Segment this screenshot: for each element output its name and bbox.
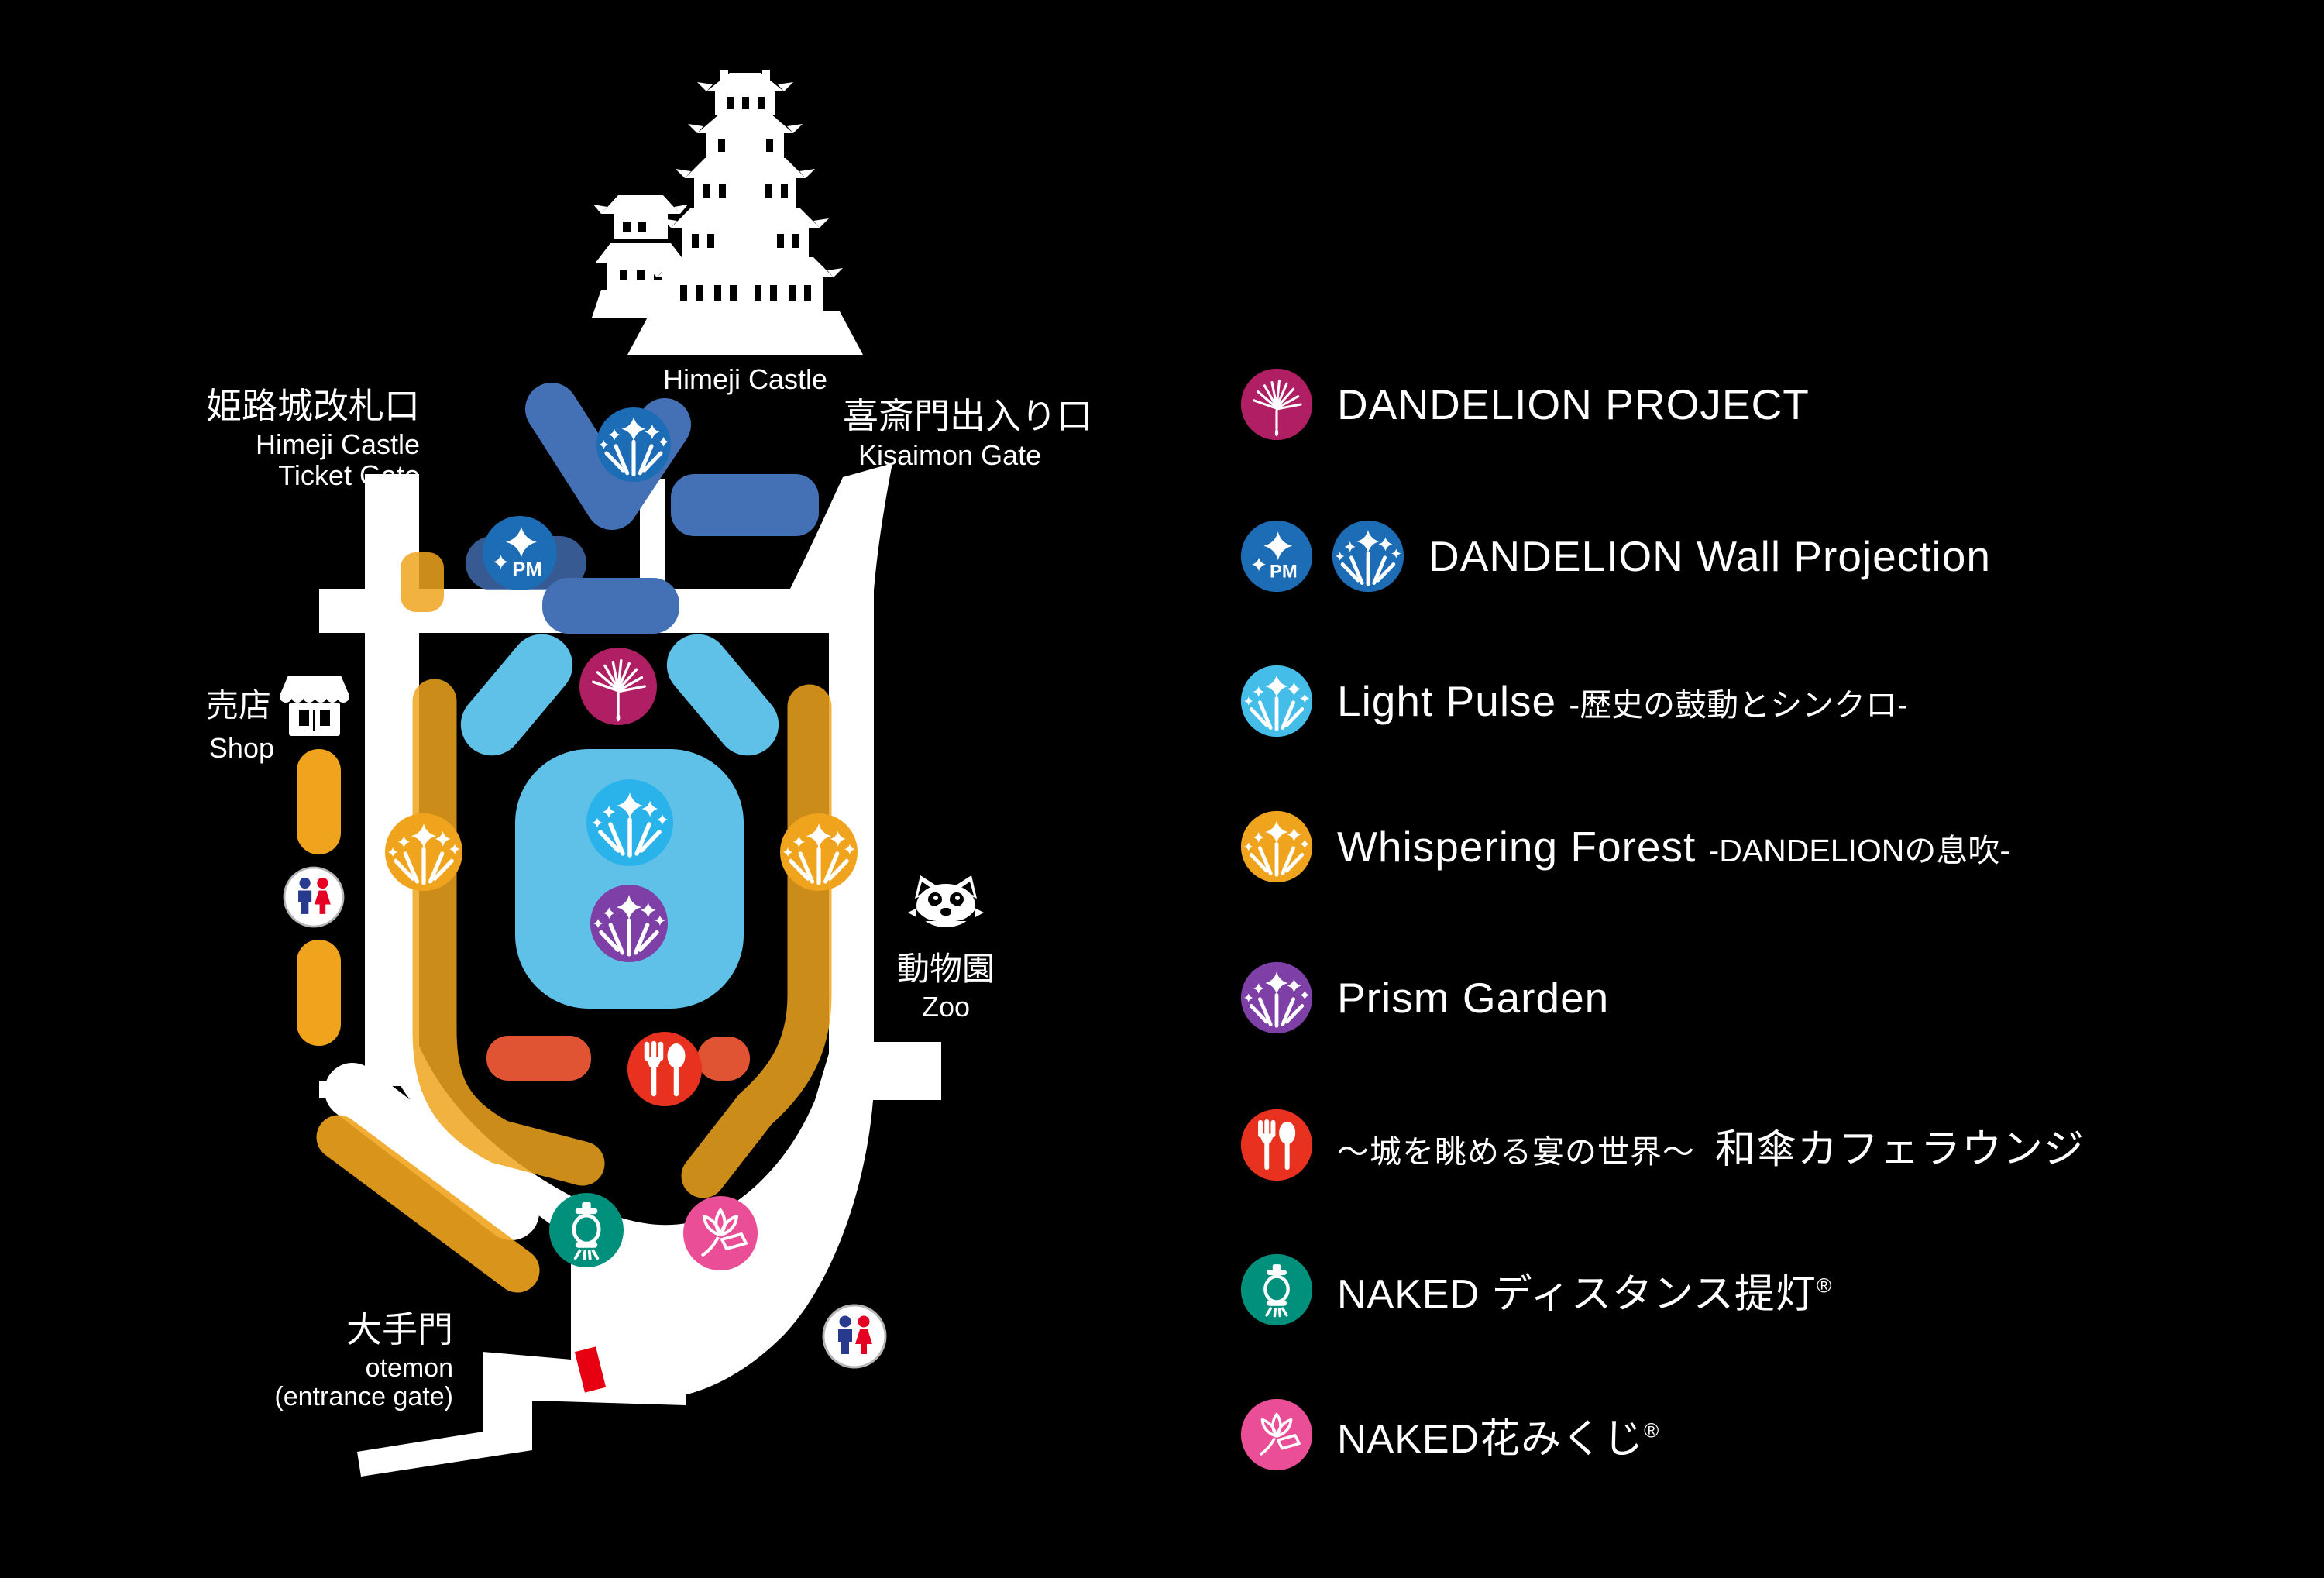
legend-item-naked-distance-lantern: NAKED ディスタンス提灯®	[1239, 1253, 1832, 1327]
legend-label: Prism Garden	[1337, 974, 1610, 1022]
legend-item-whispering-forest: Whispering Forest -DANDELIONの息吹-	[1239, 810, 2010, 884]
otemon-label-en1: otemon	[366, 1353, 453, 1383]
legend-label: Whispering Forest -DANDELIONの息吹-	[1337, 823, 2011, 871]
lightblue-diamond-right	[666, 634, 779, 756]
ticket-gate-label-en1: Himeji Castle	[256, 428, 420, 460]
zoo-label-ja: 動物園	[897, 951, 995, 987]
orange-southwest-pill	[316, 1115, 540, 1293]
himeji-castle-event-map: 姫路城 Himeji Castle 姫路城改札口 Himeji Castle T…	[206, 70, 1092, 1477]
road-bottom-west-band	[357, 1424, 532, 1477]
fork-spoon-icon	[1240, 1109, 1313, 1181]
road-right-vertical	[829, 587, 874, 999]
lightblue-central-blob	[515, 749, 744, 1009]
legend-item-dandelion-project: DANDELION PROJECT	[1239, 367, 1810, 442]
shop-icon	[280, 676, 349, 736]
orange-left-curve	[412, 679, 605, 1186]
orange-route-rects	[297, 552, 444, 1046]
road-diagonal-left	[325, 1063, 539, 1240]
wall-projection-pm-marker	[483, 516, 557, 590]
road-network	[319, 463, 941, 1477]
blue-rect-area	[671, 474, 819, 536]
legend-label: NAKED ディスタンス提灯®	[1337, 1271, 1833, 1317]
toilet-icon-west	[283, 866, 345, 928]
orange-small-rect	[401, 552, 444, 612]
road-kisaimon-curve	[789, 463, 892, 590]
prism-garden-marker	[590, 885, 668, 962]
wall-projection-marker	[596, 407, 671, 482]
road-bottom-area	[366, 995, 941, 1399]
legend-label: DANDELION Wall Projection	[1428, 532, 1991, 580]
hanamikuji-marker	[683, 1196, 758, 1270]
legend-label: DANDELION PROJECT	[1337, 380, 1810, 428]
light-pulse-areas	[460, 634, 779, 1009]
red-panda-icon	[908, 875, 984, 927]
orange-right-curve	[681, 684, 832, 1198]
registered-mark: ®	[1816, 1274, 1833, 1298]
dandelion-icon	[1240, 368, 1313, 441]
kisaimon-label-ja: 喜斎門出入り口	[843, 396, 1092, 436]
legend-item-naked-hanamikuji: NAKED花みくじ®	[1239, 1398, 1659, 1472]
shop-label-ja: 売店	[206, 687, 271, 724]
fireworks-icon	[1240, 665, 1313, 737]
dandelion-project-marker	[579, 648, 657, 725]
red-rect-left	[486, 1036, 591, 1081]
legend-item-light-pulse: Light Pulse -歴史の鼓動とシンクロ-	[1239, 664, 1908, 738]
legend-label: Light Pulse -歴史の鼓動とシンクロ-	[1337, 677, 1908, 725]
fireworks-icon	[1240, 961, 1313, 1034]
legend-item-prism-garden: Prism Garden	[1239, 961, 1609, 1035]
fireworks-icon	[1240, 810, 1313, 883]
himeji-castle-illustration	[592, 70, 863, 355]
legend-item-wagasa-cafe-lounge: ～城を眺める宴の世界～和傘カフェラウンジ	[1239, 1108, 2085, 1182]
ticket-gate-label-en2: Ticket Gate	[278, 459, 420, 491]
legend-item-dandelion-wall-projection: DANDELION Wall Projection	[1239, 519, 1991, 593]
cafe-areas	[486, 1036, 750, 1081]
legend-sublabel: ～城を眺める宴の世界～	[1337, 1133, 1695, 1170]
lantern-icon	[1240, 1253, 1313, 1326]
lotus-icon	[1240, 1398, 1313, 1471]
shop-label-en: Shop	[209, 732, 274, 764]
kisaimon-label-en: Kisaimon Gate	[858, 439, 1041, 471]
zoo-label-en: Zoo	[922, 991, 970, 1023]
otemon-gate-marker	[574, 1346, 607, 1393]
registered-mark: ®	[1644, 1418, 1660, 1442]
blue-lower-pill-area	[542, 578, 679, 634]
fireworks-icon	[1332, 520, 1404, 593]
castle-label-en: Himeji Castle	[663, 363, 827, 395]
toilet-icon-south	[822, 1304, 887, 1369]
orange-route-paths	[316, 679, 832, 1293]
lightblue-diamond-left	[460, 634, 573, 756]
legend-label: NAKED花みくじ®	[1337, 1416, 1660, 1462]
legend-label: ～城を眺める宴の世界～和傘カフェラウンジ	[1337, 1126, 2085, 1172]
map-markers	[280, 407, 984, 1393]
ticket-gate-label-ja: 姫路城改札口	[206, 386, 420, 426]
orange-left-pill-1	[297, 749, 341, 854]
distance-lantern-marker	[549, 1193, 624, 1267]
whispering-forest-marker-left	[385, 813, 462, 891]
legend-sublabel: -DANDELIONの息吹-	[1708, 833, 2011, 868]
red-rect-right	[697, 1037, 750, 1081]
light-pulse-marker	[586, 779, 673, 866]
whispering-forest-marker-right	[780, 813, 858, 891]
otemon-label-en2: (entrance gate)	[274, 1382, 453, 1411]
castle-label-ja: 姫路城	[692, 318, 799, 358]
sparkle-pm-icon	[1240, 520, 1313, 593]
cafe-lounge-marker	[627, 1032, 702, 1106]
legend-sublabel: -歴史の鼓動とシンクロ-	[1569, 687, 1908, 723]
orange-left-pill-2	[297, 940, 341, 1046]
otemon-label-ja: 大手門	[346, 1309, 453, 1349]
map-labels: 姫路城 Himeji Castle 姫路城改札口 Himeji Castle T…	[206, 318, 1092, 1411]
